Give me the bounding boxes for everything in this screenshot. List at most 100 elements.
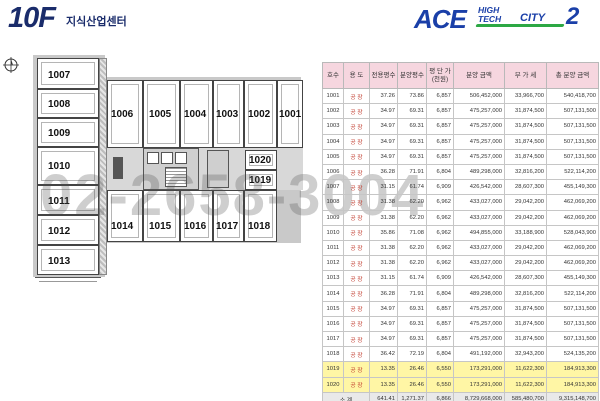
header-total-amount: 총 분양 금액 <box>546 62 599 89</box>
unit-1011[interactable]: 1011 <box>37 185 99 215</box>
cell-sale-area: 62.20 <box>397 239 427 257</box>
total-sale-amount: 8,729,668,000 <box>453 391 505 401</box>
cell-exclusive-area: 31.15 <box>369 270 398 287</box>
cell-total: 455,149,300 <box>546 270 599 287</box>
cell-use: 공 장 <box>343 148 370 165</box>
total-exclusive-area: 641.41 <box>369 391 398 401</box>
cell-exclusive-area: 36.42 <box>369 346 398 363</box>
entrance-wall <box>39 281 97 282</box>
cell-use: 공 장 <box>343 179 370 196</box>
logo-swoosh <box>475 24 565 27</box>
cell-total: 524,135,200 <box>546 346 599 363</box>
cell-unit-price: 6,857 <box>426 103 454 120</box>
cell-use: 공 장 <box>343 163 370 181</box>
cell-sale-amount: 475,257,000 <box>453 148 505 165</box>
cell-exclusive-area: 31.38 <box>369 209 398 226</box>
cell-exclusive-area: 37.26 <box>369 87 398 105</box>
header-vat: 부 가 세 <box>504 62 547 89</box>
cell-use: 공 장 <box>343 133 370 150</box>
cell-sale-area: 62.20 <box>397 255 427 272</box>
header-unit: 호수 <box>322 62 344 89</box>
cell-sale-amount: 433,027,000 <box>453 255 505 272</box>
unit-1009[interactable]: 1009 <box>37 118 99 147</box>
unit-1016[interactable]: 1016 <box>180 190 213 242</box>
stair <box>165 167 187 187</box>
total-amount: 9,315,148,700 <box>546 391 599 401</box>
unit-1008[interactable]: 1008 <box>37 89 99 118</box>
unit-label: 1018 <box>248 221 271 232</box>
cell-sale-amount: 475,257,000 <box>453 118 505 135</box>
cell-use: 공 장 <box>343 118 370 135</box>
cell-total: 184,913,300 <box>546 376 599 393</box>
cell-sale-amount: 506,452,000 <box>453 87 505 105</box>
cell-exclusive-area: 34.97 <box>369 300 398 317</box>
cell-unit-price: 6,550 <box>426 376 454 393</box>
cell-exclusive-area: 35.86 <box>369 224 398 241</box>
cell-unit: 1007 <box>322 179 344 196</box>
cell-unit-price: 6,857 <box>426 300 454 317</box>
unit-label: 1008 <box>48 99 71 110</box>
cell-unit: 1019 <box>322 361 344 378</box>
unit-1015[interactable]: 1015 <box>143 190 180 242</box>
cell-vat: 33,966,700 <box>504 87 547 105</box>
cell-use: 공 장 <box>343 209 370 226</box>
cell-total: 540,418,700 <box>546 87 599 105</box>
unit-1004[interactable]: 1004 <box>180 80 213 148</box>
cell-exclusive-area: 13.35 <box>369 361 398 378</box>
price-table: 호수 용 도 전용평수 분양평수 평 단 가 (천원) 분양 금액 부 가 세 … <box>322 62 599 401</box>
cell-total: 507,131,500 <box>546 148 599 165</box>
unit-label: 1013 <box>48 256 71 267</box>
unit-1012[interactable]: 1012 <box>37 215 99 245</box>
unit-1013[interactable]: 1013 <box>37 245 99 275</box>
cell-sale-area: 69.31 <box>397 300 427 317</box>
unit-label: 1014 <box>111 221 134 232</box>
unit-label: 1007 <box>48 70 71 81</box>
unit-label: 1011 <box>48 196 70 207</box>
cell-sale-area: 71.91 <box>397 285 427 302</box>
cell-unit-price: 6,962 <box>426 255 454 272</box>
unit-1017[interactable]: 1017 <box>213 190 244 242</box>
cell-use: 공 장 <box>343 255 370 272</box>
cell-unit-price: 6,857 <box>426 133 454 150</box>
building-subtitle: 지식산업센터 <box>66 16 127 28</box>
cell-sale-amount: 489,298,000 <box>453 285 505 302</box>
cell-vat: 11,622,300 <box>504 376 547 393</box>
cell-sale-amount: 173,291,000 <box>453 361 505 378</box>
cell-vat: 31,874,500 <box>504 300 547 317</box>
unit-label: 1015 <box>149 221 172 232</box>
unit-1002[interactable]: 1002 <box>244 80 277 148</box>
cell-exclusive-area: 31.38 <box>369 239 398 257</box>
cell-unit: 1001 <box>322 87 344 105</box>
cell-vat: 31,874,500 <box>504 103 547 120</box>
unit-1020[interactable]: 1020 <box>245 150 277 170</box>
cell-vat: 29,042,200 <box>504 255 547 272</box>
unit-1010[interactable]: 1010 <box>37 147 99 185</box>
unit-1003[interactable]: 1003 <box>213 80 244 148</box>
unit-1014[interactable]: 1014 <box>107 190 143 242</box>
cell-vat: 28,607,300 <box>504 270 547 287</box>
unit-1019[interactable]: 1019 <box>245 170 277 190</box>
unit-1018[interactable]: 1018 <box>244 190 277 242</box>
cell-exclusive-area: 13.35 <box>369 376 398 393</box>
cell-unit: 1020 <box>322 376 344 393</box>
cell-sale-area: 71.08 <box>397 224 427 241</box>
cell-unit: 1003 <box>322 118 344 135</box>
logo-city: CITY <box>520 12 546 24</box>
cell-sale-amount: 475,257,000 <box>453 315 505 333</box>
cell-exclusive-area: 34.97 <box>369 315 398 333</box>
unit-1007[interactable]: 1007 <box>37 58 99 89</box>
unit-1005[interactable]: 1005 <box>143 80 180 148</box>
unit-1001[interactable]: 1001 <box>277 80 303 148</box>
cell-unit-price: 6,962 <box>426 209 454 226</box>
cell-total: 184,913,300 <box>546 361 599 378</box>
unit-1006[interactable]: 1006 <box>107 80 143 148</box>
cell-vat: 28,607,300 <box>504 179 547 196</box>
cell-sale-amount: 475,257,000 <box>453 133 505 150</box>
